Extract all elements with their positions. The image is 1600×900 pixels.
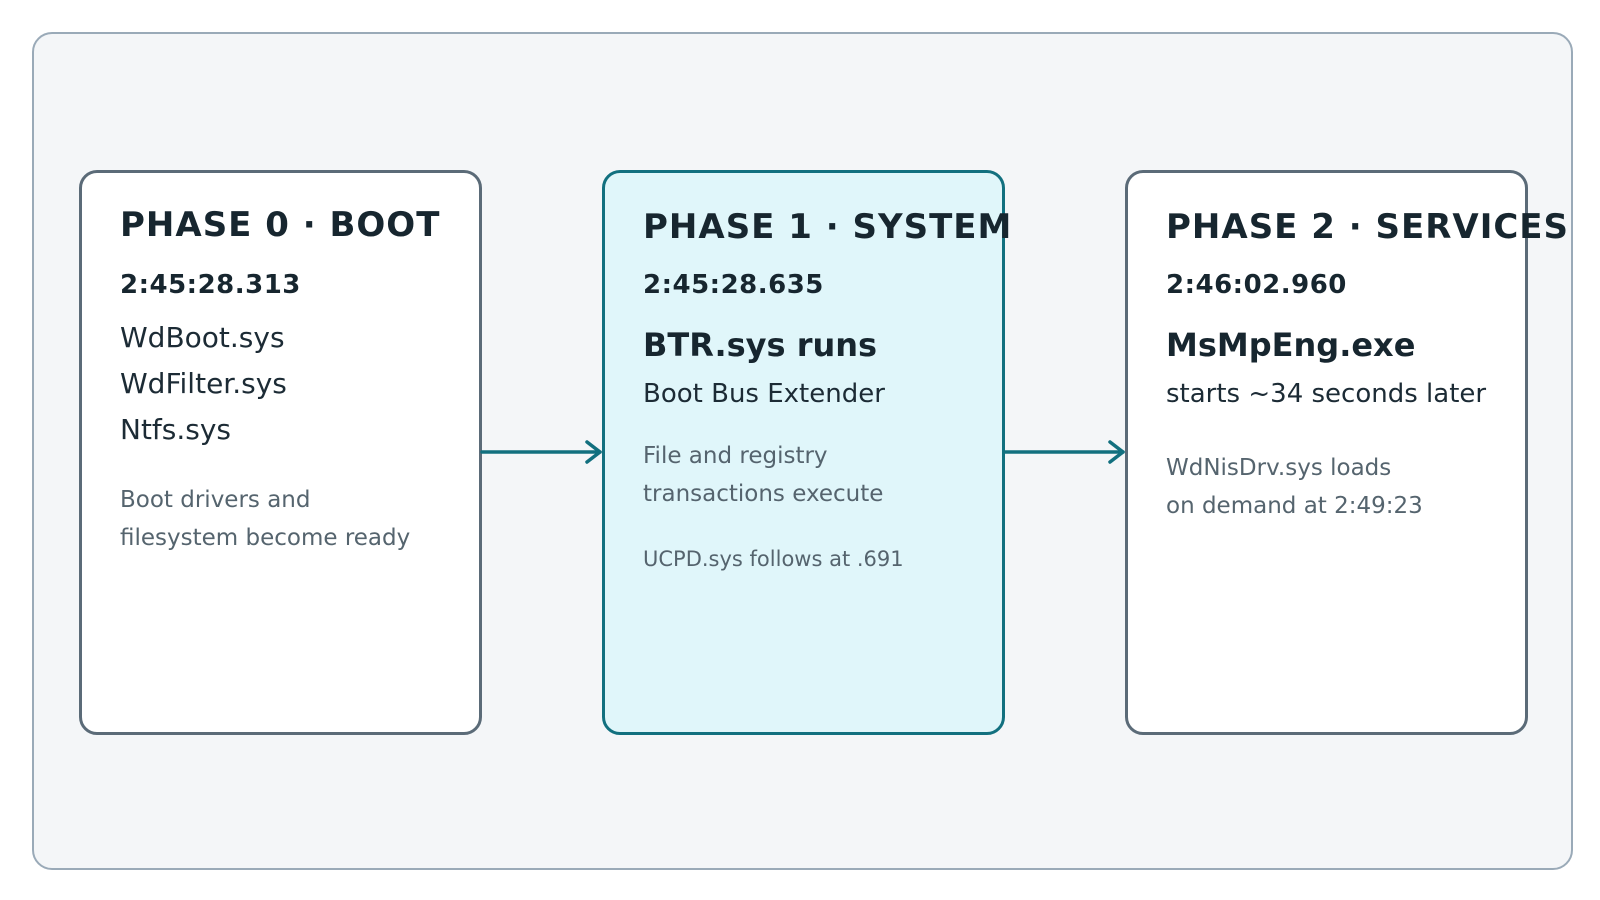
phase-0-title: PHASE 0 · BOOT [120,205,441,245]
phase-1-time: 2:45:28.635 [643,270,824,300]
phase-0-note-line-2: filesystem become ready [120,525,411,551]
phase-0-item-ntfs: Ntfs.sys [120,413,232,446]
phase-1-card: PHASE 1 · SYSTEM 2:45:28.635 BTR.sys run… [602,170,1011,735]
phase-1-note: File and registry transactions execute [643,437,983,513]
phase-1-extra-note: UCPD.sys follows at .691 [643,547,904,571]
phase-2-time: 2:46:02.960 [1166,270,1347,300]
phase-1-headline: BTR.sys runs [643,326,878,364]
phase-2-note: WdNisDrv.sys loads on demand at 2:49:23 [1166,449,1506,525]
phase-2-note-line-2: on demand at 2:49:23 [1166,493,1423,519]
phase-0-item-wdboot: WdBoot.sys [120,321,285,354]
phase-0-item-wdfilter: WdFilter.sys [120,367,287,400]
phase-2-subtitle: starts ~34 seconds later [1166,379,1487,409]
phase-0-time: 2:45:28.313 [120,270,301,300]
phase-1-subtitle: Boot Bus Extender [643,379,885,409]
phase-1-note-line-2: transactions execute [643,481,884,507]
phase-2-title: PHASE 2 · SERVICES [1166,207,1570,247]
phase-1-title: PHASE 1 · SYSTEM [643,207,1013,247]
phase-0-card: PHASE 0 · BOOT 2:45:28.313 WdBoot.sys Wd… [79,170,482,735]
phase-2-note-line-1: WdNisDrv.sys loads [1166,455,1392,481]
phase-2-headline: MsMpEng.exe [1166,326,1416,364]
phase-0-note: Boot drivers and filesystem become ready [120,481,460,557]
phase-1-note-line-1: File and registry [643,443,828,469]
phase-0-note-line-1: Boot drivers and [120,487,311,513]
phase-2-card: PHASE 2 · SERVICES 2:46:02.960 MsMpEng.e… [1125,170,1568,735]
